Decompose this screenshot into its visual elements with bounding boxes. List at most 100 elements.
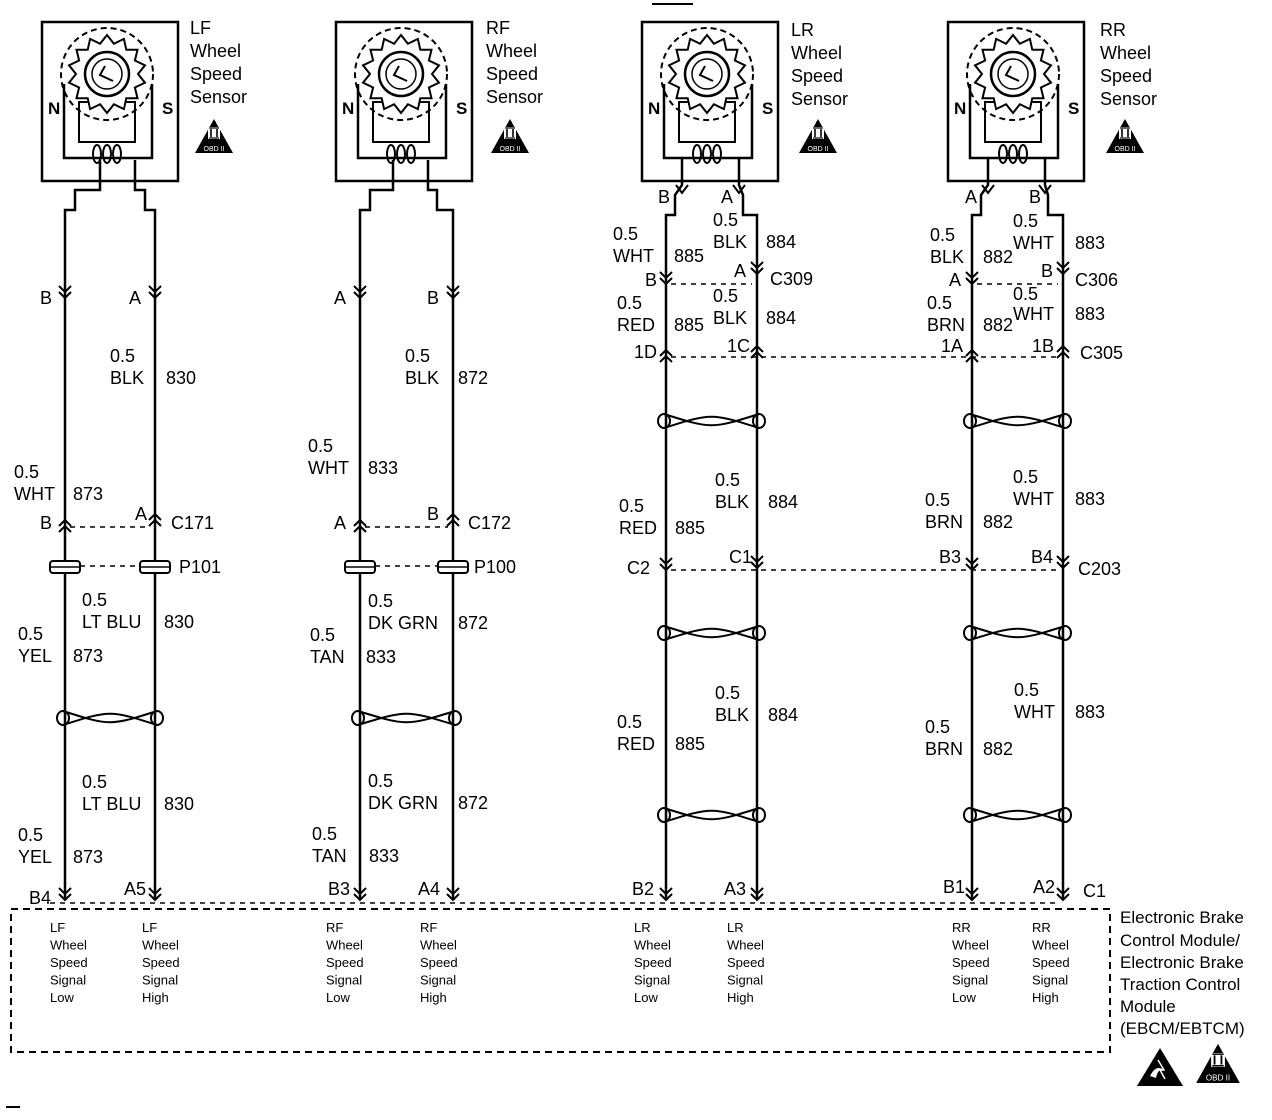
obd-ii-label: OBD II [499, 146, 520, 153]
module-title-line: Electronic Brake [1120, 908, 1244, 927]
pin-label: B [645, 270, 657, 290]
connector-pin-symbol [148, 291, 162, 300]
connector-pin-symbol [1056, 350, 1070, 359]
pin-label: A [949, 270, 961, 290]
twisted-pair-end [1058, 413, 1072, 429]
wire-circuit: 883 [1075, 304, 1105, 324]
obd-ii-label: OBD II [807, 146, 828, 153]
wire-size: 0.5 [14, 462, 39, 482]
signal-label-line: Signal [420, 973, 456, 988]
connector-pin-symbol [659, 557, 673, 566]
twisted-pair-end [752, 413, 766, 429]
twisted-pair-end [963, 625, 977, 641]
coil-winding [998, 144, 1008, 164]
pin-label: B [40, 513, 52, 533]
obd-ii-icon: OBD II [1105, 118, 1145, 154]
pin-label: A [965, 187, 977, 207]
south-pole-label: S [1068, 99, 1079, 118]
pin-label: B [427, 288, 439, 308]
connector-pin-symbol [353, 524, 367, 533]
connector-pin-symbol [659, 887, 673, 896]
obd-ii-label: OBD II [1206, 1074, 1230, 1083]
wire-color: BLK [713, 232, 747, 252]
tone-ring-outline [660, 27, 754, 121]
sensor-housing [40, 20, 180, 183]
signal-label-line: Speed [634, 955, 672, 970]
sensor-name-line: Wheel [791, 43, 842, 63]
connector-pin-symbol [965, 271, 979, 280]
wire-circuit: 882 [983, 247, 1013, 267]
pin-label: A [721, 187, 733, 207]
wire-circuit: 884 [766, 232, 796, 252]
twisted-pair-end [657, 625, 671, 641]
twisted-pair-symbol [969, 807, 1066, 821]
connector-pin-symbol [58, 291, 72, 300]
signal-label-line: Speed [952, 955, 990, 970]
connector-symbols [49, 184, 1070, 902]
connector-pin-symbol [1056, 261, 1070, 270]
signal-label-line: Wheel [1032, 938, 1069, 953]
wire-color: WHT [1014, 702, 1055, 722]
twisted-pair-symbol [969, 413, 1066, 427]
signal-label-line: LR [727, 920, 744, 935]
twisted-pair-symbol [357, 710, 456, 724]
sensor-magnet-bracket [968, 84, 1060, 160]
coil-winding [112, 144, 122, 164]
sensor-magnet-bracket [356, 84, 448, 160]
obd-ii-icon: OBD II [1195, 1042, 1241, 1084]
twisted-pair-symbols [56, 413, 1072, 823]
connector-pin-symbol [965, 557, 979, 566]
connector-pin-symbol [446, 285, 460, 294]
connector-pin-symbol [1056, 267, 1070, 276]
rotation-arrow-icon [1004, 65, 1020, 82]
twisted-pair-end [56, 710, 70, 726]
connector-pin-symbol [446, 893, 460, 902]
connector-c1-label: C1 [1083, 881, 1106, 901]
connector-pin-symbol [1056, 887, 1070, 896]
wire-circuit: 882 [983, 739, 1013, 759]
wire-size: 0.5 [613, 224, 638, 244]
connector-pin-symbol [659, 277, 673, 286]
rotation-arrow-icon [698, 65, 714, 82]
tone-ring-outline [60, 27, 154, 121]
signal-label-line: Wheel [727, 938, 764, 953]
wire-circuit: 885 [674, 246, 704, 266]
connector-c171-label: C171 [171, 513, 214, 533]
connector-pin-symbol [965, 563, 979, 572]
wire [358, 160, 395, 900]
connector-pin-symbol [446, 512, 460, 521]
module-title-line: (EBCM/EBTCM) [1120, 1019, 1245, 1038]
connector-dashed-lines [50, 283, 1060, 904]
sensor-name-line: Sensor [791, 89, 848, 109]
connector-pin-symbol [148, 285, 162, 294]
wire-circuit: 884 [768, 705, 798, 725]
pin-label: 1C [727, 336, 750, 356]
wire-size: 0.5 [715, 683, 740, 703]
wire-color: BRN [925, 512, 963, 532]
terminal-symbol [732, 184, 746, 195]
twisted-pair-symbol [663, 625, 760, 639]
connector-pin-symbol [750, 561, 764, 570]
wire-color: WHT [1013, 233, 1054, 253]
connector-pin-symbol [446, 518, 460, 527]
connector-pin-symbol [659, 354, 673, 363]
sensor-name-line: Speed [1100, 66, 1152, 86]
obd-ii-icon: OBD II [194, 118, 234, 154]
tone-wheel-hub-inner [91, 58, 123, 90]
tone-wheel-hub-inner [691, 58, 723, 90]
wire-size: 0.5 [925, 717, 950, 737]
wire-color: YEL [18, 646, 52, 666]
twisted-pair-symbol [62, 710, 158, 724]
twisted-pair-symbol [62, 712, 158, 726]
sensor-housing [946, 20, 1086, 183]
coil-winding [102, 144, 112, 164]
signal-label-line: Low [952, 990, 976, 1005]
module-title-line: Traction Control [1120, 975, 1240, 994]
wire-color: RED [619, 518, 657, 538]
sensor-name-line: RR [1100, 20, 1126, 40]
wire-size: 0.5 [18, 624, 43, 644]
sensor-name-line: Sensor [190, 87, 247, 107]
